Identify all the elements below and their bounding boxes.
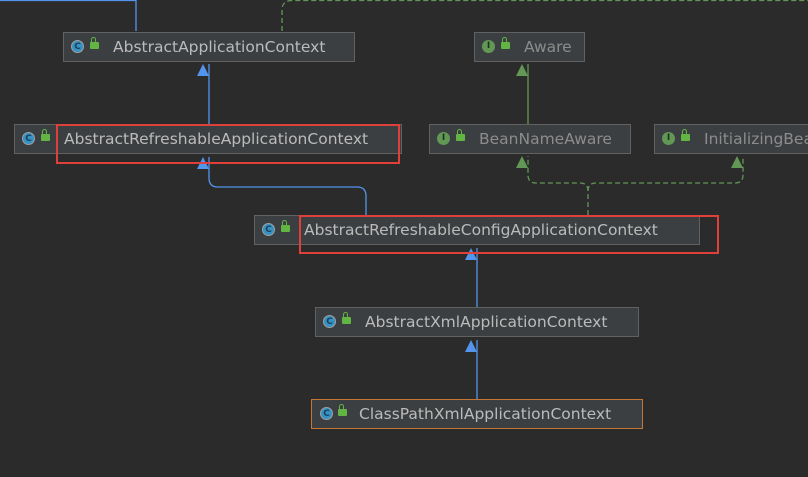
abstract-class-icon: C xyxy=(323,315,336,328)
interface-icon: I xyxy=(437,132,450,145)
lock-icon xyxy=(342,312,351,324)
interface-icon: I xyxy=(662,132,675,145)
node-label: AbstractApplicationContext xyxy=(113,38,326,56)
node-label: BeanNameAware xyxy=(479,130,612,148)
node-aware[interactable]: I Aware xyxy=(474,32,585,62)
node-abstract-application-context[interactable]: C AbstractApplicationContext xyxy=(63,32,355,62)
node-label: Aware xyxy=(524,38,572,56)
implements-edge-offscreen xyxy=(281,0,808,31)
abstract-class-icon: C xyxy=(71,40,84,53)
edge-arcac-extends-arac xyxy=(197,157,367,215)
lock-icon xyxy=(501,37,510,49)
lock-icon xyxy=(456,129,465,141)
lock-icon xyxy=(338,404,347,416)
node-label: AbstractXmlApplicationContext xyxy=(365,313,608,331)
node-initializing-bean[interactable]: I InitializingBean xyxy=(654,124,808,154)
node-label: InitializingBean xyxy=(704,130,808,148)
interface-icon: I xyxy=(482,40,495,53)
node-label: AbstractRefreshableConfigApplicationCont… xyxy=(304,221,658,239)
class-icon: C xyxy=(320,407,333,420)
lock-icon xyxy=(90,37,99,49)
abstract-class-icon: C xyxy=(22,132,35,145)
node-abstract-refreshable-config-application-context[interactable]: C AbstractRefreshableConfigApplicationCo… xyxy=(254,215,700,245)
abstract-class-icon: C xyxy=(262,223,275,236)
node-abstract-xml-application-context[interactable]: C AbstractXmlApplicationContext xyxy=(315,307,639,337)
lock-icon xyxy=(681,129,690,141)
node-label: AbstractRefreshableApplicationContext xyxy=(64,130,369,148)
edge-arcac-implements-bna xyxy=(516,156,589,215)
node-class-path-xml-application-context[interactable]: C ClassPathXmlApplicationContext xyxy=(311,399,643,429)
node-abstract-refreshable-application-context[interactable]: C AbstractRefreshableApplicationContext xyxy=(14,124,402,154)
node-label: ClassPathXmlApplicationContext xyxy=(359,405,612,423)
extends-edge-offscreen xyxy=(0,0,137,31)
node-bean-name-aware[interactable]: I BeanNameAware xyxy=(429,124,631,154)
lock-icon xyxy=(281,220,290,232)
edge-arcac-implements-ib xyxy=(587,156,744,192)
lock-icon xyxy=(41,129,50,141)
